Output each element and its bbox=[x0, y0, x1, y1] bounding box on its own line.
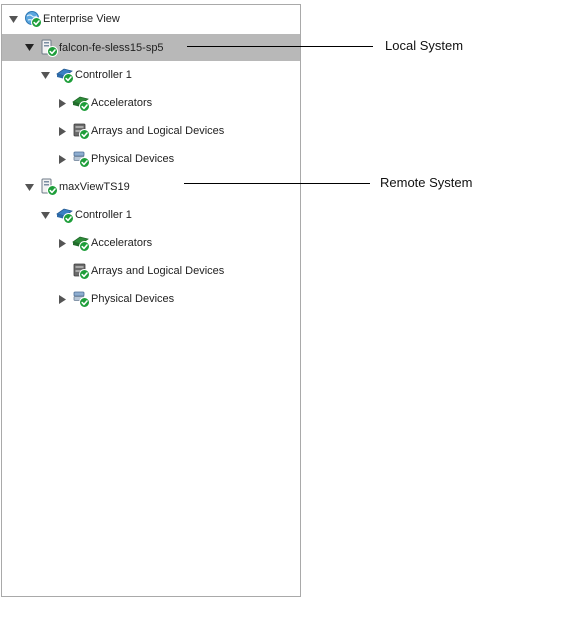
tree-node-label: Arrays and Logical Devices bbox=[91, 265, 225, 277]
tree-node-label: Enterprise View bbox=[43, 13, 120, 25]
remote-system-callout-line bbox=[184, 183, 370, 184]
expand-arrow-icon[interactable] bbox=[56, 125, 68, 137]
expand-arrow-icon[interactable] bbox=[56, 97, 68, 109]
system-server-icon bbox=[40, 39, 59, 57]
collapse-arrow-icon[interactable] bbox=[23, 181, 35, 193]
tree-node-label: Accelerators bbox=[91, 97, 153, 109]
tree-node-label: Accelerators bbox=[91, 237, 153, 249]
tree-node-controller[interactable]: Controller 1 bbox=[2, 62, 300, 88]
tree-node-system-local[interactable]: falcon-fe-sless15-sp5 bbox=[2, 34, 300, 61]
local-system-callout-label: Local System bbox=[385, 38, 464, 53]
arrays-icon bbox=[72, 262, 91, 281]
accelerator-icon bbox=[72, 234, 91, 253]
system-server-icon bbox=[40, 178, 59, 197]
enterprise-tree-panel: Enterprise View falcon-fe-sless15-sp5 bbox=[1, 4, 301, 597]
tree-node-arrays[interactable]: Arrays and Logical Devices bbox=[2, 118, 300, 144]
collapse-arrow-icon[interactable] bbox=[39, 69, 51, 81]
expand-arrow-icon[interactable] bbox=[56, 153, 68, 165]
tree-node-physical-devices[interactable]: Physical Devices bbox=[2, 146, 300, 172]
tree-node-enterprise-view[interactable]: Enterprise View bbox=[2, 6, 300, 32]
collapse-arrow-icon[interactable] bbox=[39, 209, 51, 221]
tree-node-label: Physical Devices bbox=[91, 293, 175, 305]
tree-node-label: falcon-fe-sless15-sp5 bbox=[59, 41, 164, 54]
tree-node-system-remote[interactable]: maxViewTS19 bbox=[2, 174, 300, 200]
tree-node-physical-devices[interactable]: Physical Devices bbox=[2, 286, 300, 312]
collapse-arrow-icon[interactable] bbox=[7, 13, 19, 25]
tree-node-label: Controller 1 bbox=[75, 69, 132, 81]
controller-icon bbox=[56, 206, 75, 225]
tree-node-arrays[interactable]: Arrays and Logical Devices bbox=[2, 258, 300, 284]
tree-node-accelerators[interactable]: Accelerators bbox=[2, 90, 300, 116]
arrays-icon bbox=[72, 122, 91, 141]
local-system-callout-line bbox=[187, 46, 373, 47]
physical-devices-icon bbox=[72, 150, 91, 169]
collapse-arrow-icon[interactable] bbox=[23, 42, 35, 54]
remote-system-callout-label: Remote System bbox=[380, 175, 473, 190]
tree-node-label: Arrays and Logical Devices bbox=[91, 125, 225, 137]
expand-arrow-icon[interactable] bbox=[56, 237, 68, 249]
expand-arrow-icon[interactable] bbox=[56, 293, 68, 305]
tree-node-label: Physical Devices bbox=[91, 153, 175, 165]
tree-node-label: maxViewTS19 bbox=[59, 181, 130, 193]
enterprise-globe-icon bbox=[24, 10, 43, 29]
tree-node-accelerators[interactable]: Accelerators bbox=[2, 230, 300, 256]
controller-icon bbox=[56, 66, 75, 85]
accelerator-icon bbox=[72, 94, 91, 113]
tree-node-controller[interactable]: Controller 1 bbox=[2, 202, 300, 228]
tree-node-label: Controller 1 bbox=[75, 209, 132, 221]
physical-devices-icon bbox=[72, 290, 91, 309]
